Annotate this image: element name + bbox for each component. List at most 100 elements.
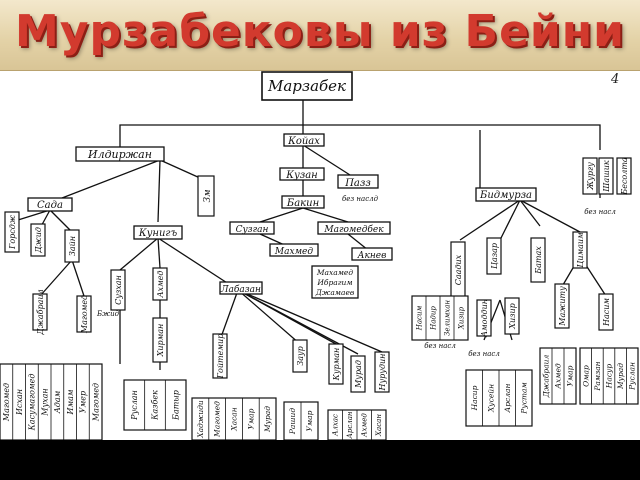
svg-text:Джабраил: Джабраил bbox=[36, 289, 45, 335]
box-sayan: Зайн bbox=[64, 229, 80, 263]
box-goitemir: Гойтемир bbox=[212, 333, 228, 379]
box-zhurgu: Жургу bbox=[582, 157, 598, 195]
box-kuzan: Кузан bbox=[279, 167, 325, 181]
box-koiakh: Койах bbox=[283, 133, 325, 147]
box-tsimaim: Цимаим bbox=[572, 231, 588, 269]
box-nasim: Насим bbox=[598, 293, 614, 331]
svg-text:Мажиту: Мажиту bbox=[558, 286, 567, 327]
label-root: Марзабек bbox=[267, 77, 346, 95]
svg-text:Ибрагим: Ибрагим bbox=[316, 278, 352, 287]
box-labazan: Лабазан bbox=[219, 281, 263, 295]
family-member-name: Умар bbox=[246, 408, 255, 429]
family-member-name: Насир bbox=[470, 385, 479, 411]
family-member-name: Умар bbox=[566, 365, 575, 386]
family-member-name: Руслан bbox=[628, 362, 637, 391]
box-batakh: Батах bbox=[530, 237, 546, 283]
family-member-name: Хаджиди bbox=[196, 400, 205, 439]
svg-text:Магомед: Магомед bbox=[80, 295, 89, 334]
box-gorsdzhik: Горсдж bbox=[4, 211, 20, 253]
family-member-name: Рамзан bbox=[593, 361, 602, 391]
svg-text:Кузан: Кузан bbox=[285, 170, 318, 181]
box-tsuzgan: Сузган bbox=[229, 221, 275, 235]
family-member-name: Имам bbox=[66, 389, 75, 415]
family-member-name: Надир bbox=[429, 306, 437, 331]
family-member-name: Арслан bbox=[503, 384, 512, 414]
family-member-name: Насим bbox=[415, 306, 423, 332]
svg-text:Жургу: Жургу bbox=[586, 162, 595, 191]
family-member-name: Магомед bbox=[213, 401, 222, 438]
family-member-name: Арслан bbox=[346, 411, 354, 439]
box-baken: Бакин bbox=[281, 195, 325, 209]
family-member-name: Казбек bbox=[151, 390, 160, 421]
svg-text:Махмед: Махмед bbox=[274, 247, 313, 257]
box-mazhitu: Мажиту bbox=[554, 283, 570, 329]
svg-text:Саадих: Саадих bbox=[454, 254, 463, 285]
note-bzhid: Бжид bbox=[96, 310, 120, 318]
svg-text:Ахмед: Ахмед bbox=[156, 270, 165, 298]
family-member-name: Адам bbox=[53, 390, 62, 414]
box-kunig: Кунигъ bbox=[133, 225, 183, 240]
box-kurman: Курман bbox=[328, 343, 344, 385]
svg-text:Курман: Курман bbox=[332, 348, 341, 382]
family-member-name: Хизир bbox=[457, 306, 465, 330]
svg-text:Кунигъ: Кунигъ bbox=[138, 228, 178, 239]
svg-text:Хирман: Хирман bbox=[156, 324, 165, 358]
box-pazz: Пазз без наслд bbox=[337, 174, 379, 203]
box-besoltan: Бесолта bbox=[616, 157, 632, 196]
svg-text:Сада: Сада bbox=[37, 200, 63, 211]
tree-connectors bbox=[17, 100, 607, 370]
svg-text:Бесолта: Бесолта bbox=[620, 157, 629, 196]
svg-text:Мурад: Мурад bbox=[354, 360, 363, 389]
box-ildirzhan: Илдиржан bbox=[75, 146, 165, 162]
svg-text:Зайн: Зайн bbox=[68, 236, 77, 256]
svg-text:Насим: Насим bbox=[602, 298, 611, 327]
family-member-name: Насур bbox=[605, 364, 614, 390]
box-khyrman: Хирман bbox=[152, 317, 168, 363]
box-murad: Мурад bbox=[350, 355, 366, 393]
box-khizir: Хизир bbox=[504, 297, 520, 335]
box-amoddin: Амоддин bbox=[476, 299, 492, 338]
svg-text:Джамаев: Джамаев bbox=[315, 288, 355, 297]
family-member-name: Умер bbox=[79, 391, 88, 413]
svg-text:Махамед: Махамед bbox=[316, 268, 354, 277]
svg-text:Койах: Койах bbox=[287, 136, 320, 147]
box-zm: Зм bbox=[197, 175, 215, 217]
svg-text:Илдиржан: Илдиржан bbox=[87, 148, 152, 161]
svg-text:Акнев: Акнев bbox=[357, 251, 387, 261]
box-magomedbek: Магомедбек bbox=[317, 221, 391, 235]
svg-text:Цимаим: Цимаим bbox=[576, 232, 585, 268]
svg-text:Бакин: Бакин bbox=[286, 198, 319, 209]
svg-text:без наслд: без наслд bbox=[342, 195, 379, 203]
family-member-name: Хусейн bbox=[486, 384, 495, 413]
svg-text:Хизир: Хизир bbox=[508, 303, 517, 329]
family-member-name: Хасан bbox=[375, 414, 383, 437]
box-nurudin: Нурудин bbox=[374, 351, 390, 393]
svg-text:Шашик: Шашик bbox=[602, 160, 611, 193]
family-member-name: Мухан bbox=[40, 388, 49, 416]
family-member-name: Джабраил bbox=[542, 355, 551, 399]
family-member-name: Магомед bbox=[91, 383, 100, 422]
family-member-name: Мурад bbox=[263, 406, 272, 433]
title-banner: Мурзабековы из Бейни bbox=[0, 0, 640, 71]
box-saadikh: Саадих bbox=[450, 241, 466, 299]
family-member-name: Батыр bbox=[171, 390, 180, 421]
svg-text:Горсдж: Горсдж bbox=[8, 215, 17, 250]
box-akhmed: Ахмед bbox=[152, 267, 168, 301]
box-zaur: Заур bbox=[292, 339, 308, 373]
box-dzhiad: Джид bbox=[30, 223, 46, 257]
box-mahmed: Махмед bbox=[269, 243, 319, 257]
svg-text:Зм: Зм bbox=[203, 189, 213, 202]
svg-text:Джид: Джид bbox=[34, 227, 43, 254]
box-root: Марзабек bbox=[261, 71, 353, 101]
svg-text:Нурудин: Нурудин bbox=[378, 354, 387, 392]
family-member-name: Касумагомед bbox=[28, 374, 37, 432]
note-bez-naslda-right: без насл bbox=[584, 208, 616, 216]
